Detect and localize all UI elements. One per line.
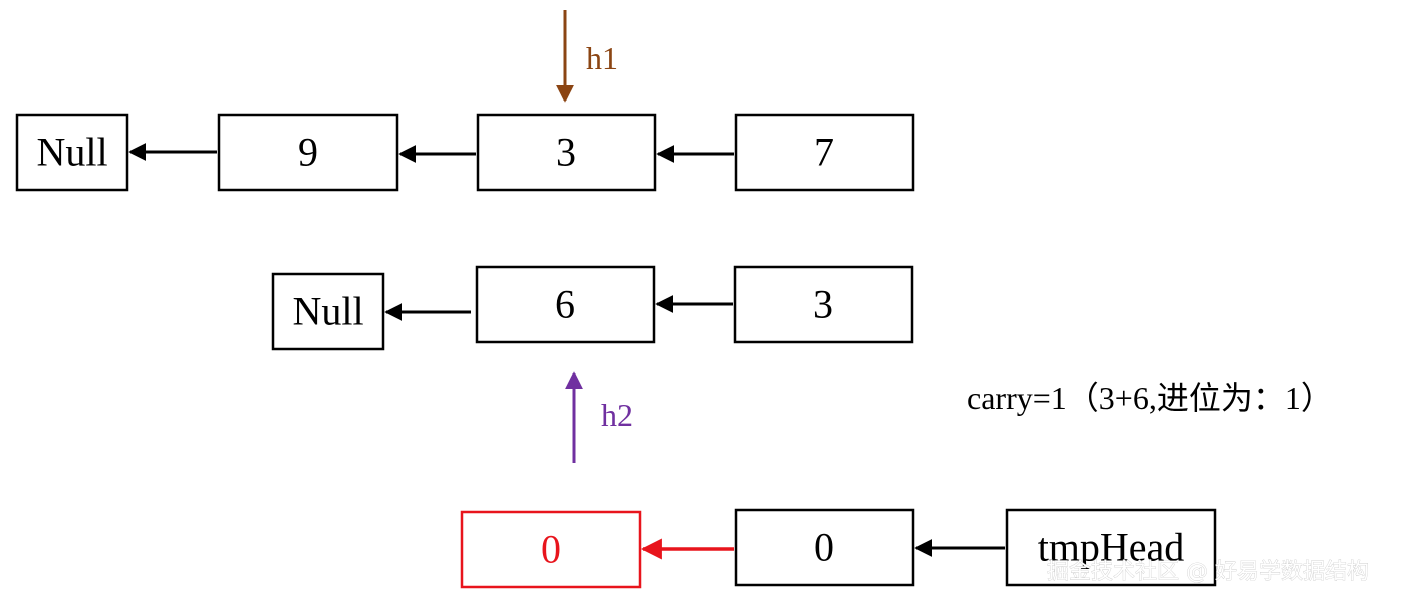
result-list: 0 0 tmpHead — [460, 508, 1217, 589]
node-label: 0 — [541, 527, 561, 572]
list1-node-7: 7 — [734, 113, 915, 192]
list1: Null 9 3 7 — [15, 113, 915, 192]
node-label: Null — [292, 289, 363, 334]
result-node-tmphead: tmpHead — [1005, 508, 1217, 587]
node-label: 3 — [556, 130, 576, 175]
list2: Null 6 3 — [271, 265, 914, 351]
node-label: 7 — [814, 130, 834, 175]
node-box — [734, 113, 915, 192]
node-box — [734, 508, 915, 587]
node-box — [475, 265, 656, 344]
h2-label: h2 — [601, 397, 633, 433]
watermark: 掘金技术社区 @ 好易学数据结构 — [1047, 560, 1369, 585]
node-box — [271, 272, 385, 351]
h1-pointer: h1 — [556, 10, 618, 103]
node-label: 9 — [298, 130, 318, 175]
list2-node-null: Null — [271, 272, 385, 351]
node-label: 6 — [555, 282, 575, 327]
carry-note: carry=1（3+6,进位为：1） — [967, 380, 1333, 416]
result-node-0: 0 — [734, 508, 915, 587]
list2-node-6: 6 — [475, 265, 656, 344]
node-box — [217, 113, 399, 192]
list1-node-9: 9 — [217, 113, 399, 192]
list1-node-null: Null — [15, 113, 129, 192]
node-box — [476, 113, 657, 192]
node-label: tmpHead — [1038, 525, 1185, 570]
node-box — [1005, 508, 1217, 587]
node-box — [15, 113, 129, 192]
h1-label: h1 — [586, 40, 618, 76]
node-label: 3 — [813, 282, 833, 327]
node-box — [460, 510, 642, 589]
node-box — [733, 265, 914, 344]
result-node-new: 0 — [460, 510, 642, 589]
h2-pointer: h2 — [565, 371, 633, 463]
node-label: 0 — [814, 525, 834, 570]
list2-node-3: 3 — [733, 265, 914, 344]
node-label: Null — [36, 130, 107, 175]
list1-node-3: 3 — [476, 113, 657, 192]
